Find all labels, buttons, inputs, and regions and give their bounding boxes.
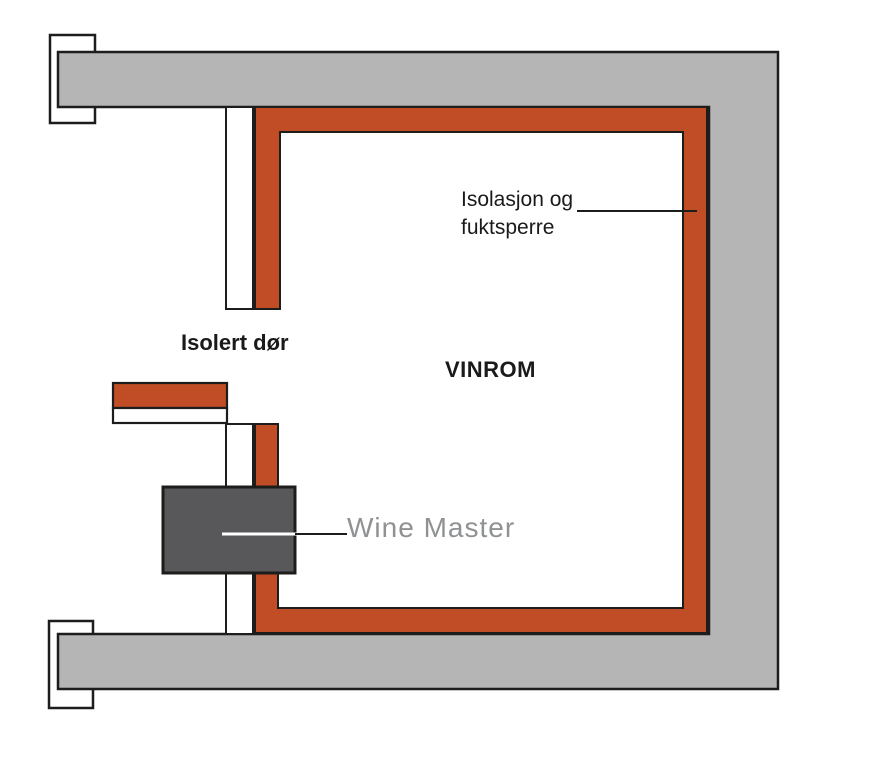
room-label: VINROM [445, 357, 536, 382]
door-frame-wall-upper [225, 106, 254, 310]
insulation-lining [254, 106, 708, 634]
insulation-lining-door-segment [254, 423, 279, 488]
concrete-wall [56, 50, 780, 691]
insulated-door-label: Isolert dør [181, 330, 289, 355]
open-door-insulation [111, 381, 229, 410]
wine-master-unit [161, 485, 297, 575]
open-door-leaf [111, 406, 229, 425]
insulation-label: Isolasjon og fuktsperre [461, 188, 574, 239]
wine-master-label: Wine Master [347, 512, 516, 543]
